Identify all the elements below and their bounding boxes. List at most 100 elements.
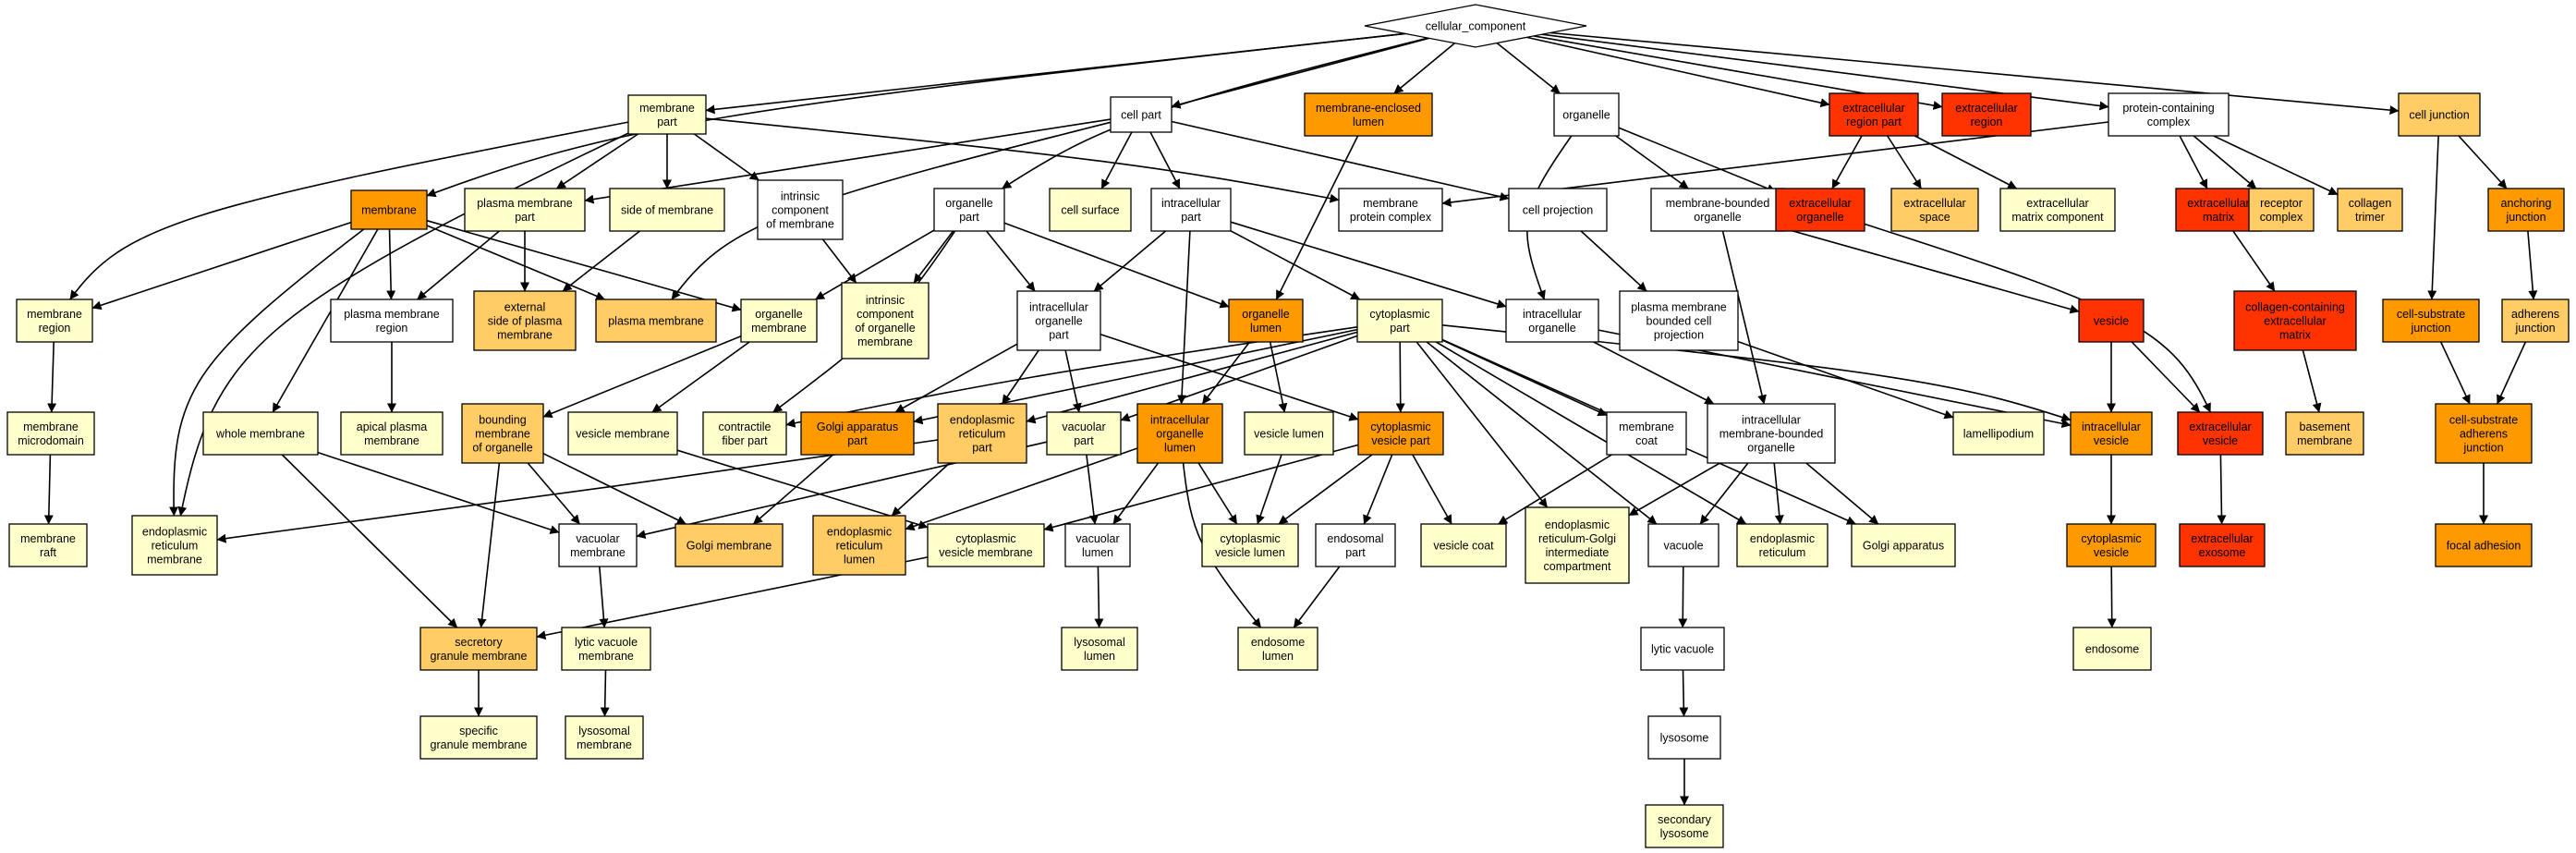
node-cell-junction[interactable]: cell junction bbox=[2398, 92, 2481, 137]
node-label-line: lumen bbox=[1082, 546, 1113, 559]
node-vacuole[interactable]: vacuole bbox=[1647, 523, 1719, 567]
edge-membrane-part-to-membrane-protein-complex bbox=[705, 117, 1340, 203]
edge-intrinsic-component-of-membrane-to-intrinsic-component-of-organelle-membrane bbox=[821, 238, 857, 284]
node-golgi-apparatus[interactable]: Golgi apparatus bbox=[1851, 523, 1956, 567]
node-box bbox=[2177, 411, 2264, 456]
node-label-line: organelle bbox=[755, 308, 802, 321]
node-cellular-component[interactable]: cellular_component bbox=[1364, 4, 1587, 48]
node-er-golgi-intermediate-compartment[interactable]: endoplasmicreticulum-Golgiintermediateco… bbox=[1525, 506, 1630, 584]
edge-organelle-part-to-intrinsic-component-of-organelle-membrane bbox=[913, 230, 954, 284]
node-vesicle[interactable]: vesicle bbox=[2078, 299, 2145, 343]
node-membrane[interactable]: membrane bbox=[350, 189, 428, 230]
node-cell-part[interactable]: cell part bbox=[1110, 96, 1173, 133]
node-lytic-vacuole[interactable]: lytic vacuole bbox=[1640, 627, 1725, 671]
node-label-line: lamellipodium bbox=[1963, 428, 2034, 441]
node-golgi-membrane[interactable]: Golgi membrane bbox=[674, 523, 784, 567]
node-whole-membrane[interactable]: whole membrane bbox=[202, 411, 319, 456]
node-box bbox=[757, 179, 844, 240]
node-label-line: vesicle coat bbox=[1433, 540, 1494, 553]
node-focal-adhesion[interactable]: focal adhesion bbox=[2435, 523, 2533, 567]
node-label-line: membrane bbox=[27, 308, 82, 321]
node-vesicle-lumen[interactable]: vesicle lumen bbox=[1244, 411, 1334, 456]
node-vesicle-membrane[interactable]: vesicle membrane bbox=[567, 411, 678, 456]
node-endosome[interactable]: endosome bbox=[2072, 627, 2152, 671]
node-label-line: cell junction bbox=[2409, 109, 2469, 122]
node-cell-projection[interactable]: cell projection bbox=[1508, 188, 1608, 232]
node-lysosome[interactable]: lysosome bbox=[1647, 715, 1721, 760]
node-side-of-membrane[interactable]: side of membrane bbox=[609, 188, 725, 232]
node-plasma-membrane[interactable]: plasma membrane bbox=[595, 299, 717, 343]
node-vesicle-coat[interactable]: vesicle coat bbox=[1420, 523, 1507, 567]
edge-organelle-membrane-to-bounding-membrane-of-organelle bbox=[542, 335, 742, 419]
node-lamellipodium[interactable]: lamellipodium bbox=[1952, 411, 2045, 456]
edge-bounding-membrane-of-organelle-to-secretory-granule-membrane bbox=[477, 462, 501, 628]
node-organelle[interactable]: organelle bbox=[1553, 92, 1620, 137]
node-cell-surface[interactable]: cell surface bbox=[1049, 188, 1132, 232]
